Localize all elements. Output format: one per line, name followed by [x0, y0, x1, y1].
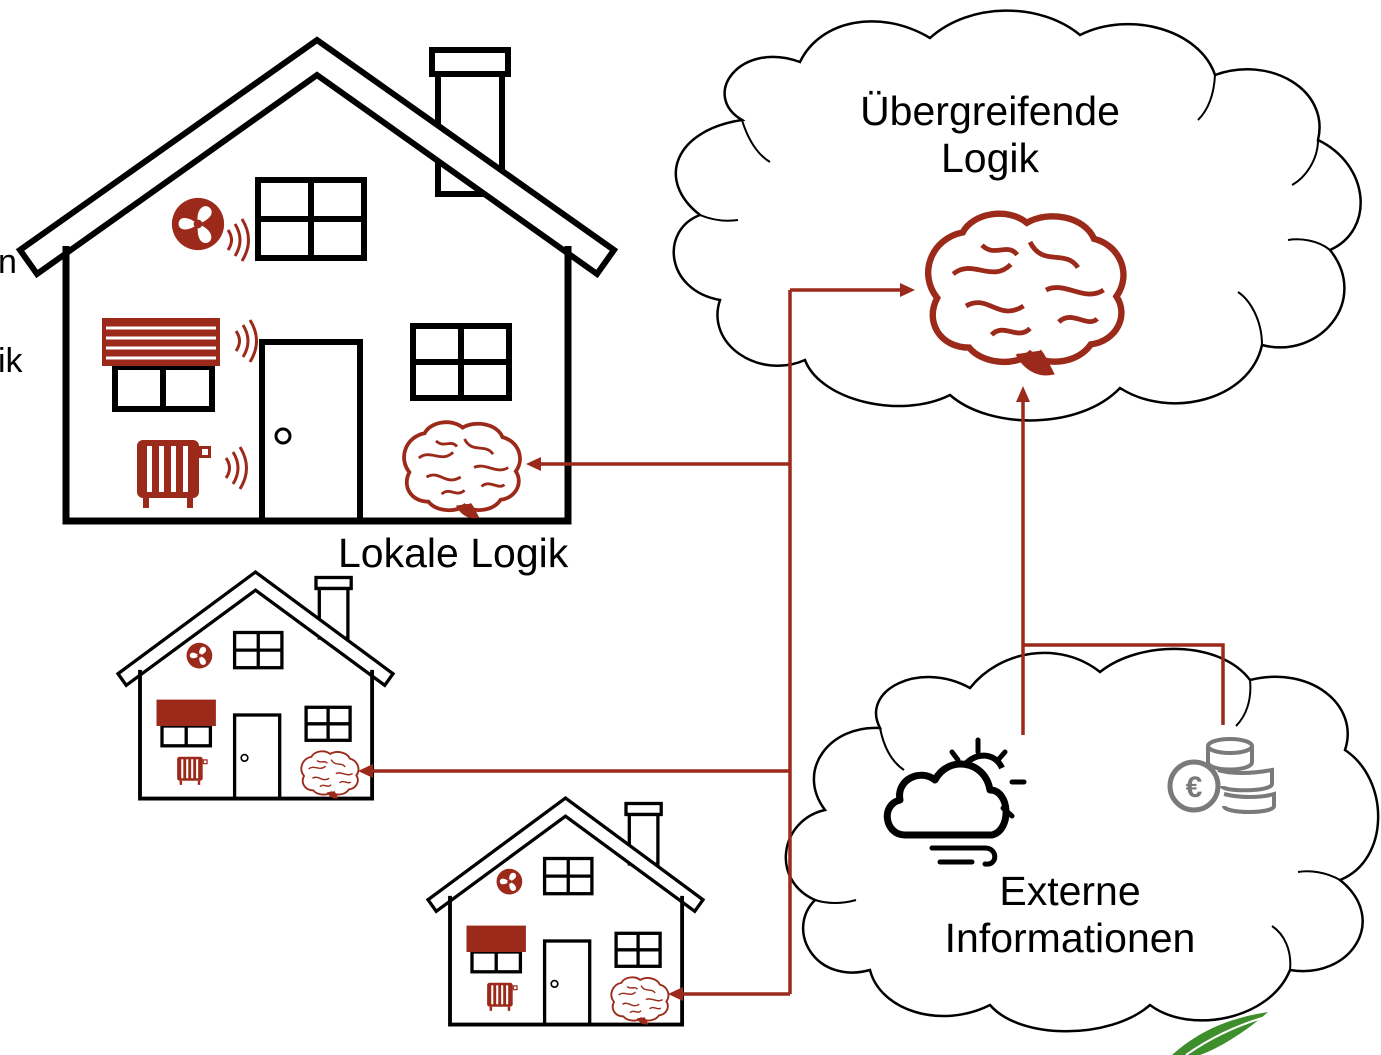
main-house — [15, 36, 619, 525]
cut-off-text-line-1: n — [0, 243, 17, 281]
main-house-window-upper — [255, 177, 367, 261]
small-house-1 — [115, 569, 396, 801]
arrowhead-small-house-2 — [668, 987, 683, 1001]
connector-money-branch — [1023, 643, 1225, 725]
global-logic-label: Übergreifende Logik — [860, 88, 1120, 182]
arrowheads — [358, 283, 1030, 1001]
svg-text:€: € — [1186, 771, 1203, 804]
weather-cloud-sun-icon — [883, 737, 1027, 867]
main-house-roof — [15, 36, 619, 279]
main-house-window-right — [410, 323, 512, 401]
signal-waves-icon — [234, 318, 258, 364]
arrowhead-external-to-global — [1016, 386, 1030, 402]
main-house-window-left — [112, 364, 215, 412]
arrowhead-small-house-1 — [358, 764, 373, 778]
fan-icon — [171, 197, 225, 251]
local-logic-label: Lokale Logik — [338, 530, 569, 576]
leaf-logo-icon — [1172, 1012, 1268, 1055]
small-house-2 — [425, 795, 706, 1027]
signal-waves-icon — [224, 445, 248, 491]
arrowhead-main-house — [526, 457, 541, 471]
cut-off-text-line-2: ik — [0, 342, 23, 380]
window-blind-icon — [102, 318, 220, 366]
euro-coins-icon: € — [1167, 737, 1276, 814]
external-info-cloud-inner-curves — [814, 679, 1341, 971]
arrowhead-global-logic — [900, 283, 915, 297]
global-logic-cloud-inner-curves — [699, 74, 1331, 346]
radiator-icon — [137, 440, 211, 508]
brain-icon — [402, 420, 522, 520]
external-info-cloud — [784, 647, 1380, 1033]
external-info-label: Externe Informationen — [944, 868, 1196, 962]
connector-lines — [372, 288, 1225, 996]
signal-waves-icon — [226, 217, 250, 263]
main-house-door — [259, 339, 363, 524]
